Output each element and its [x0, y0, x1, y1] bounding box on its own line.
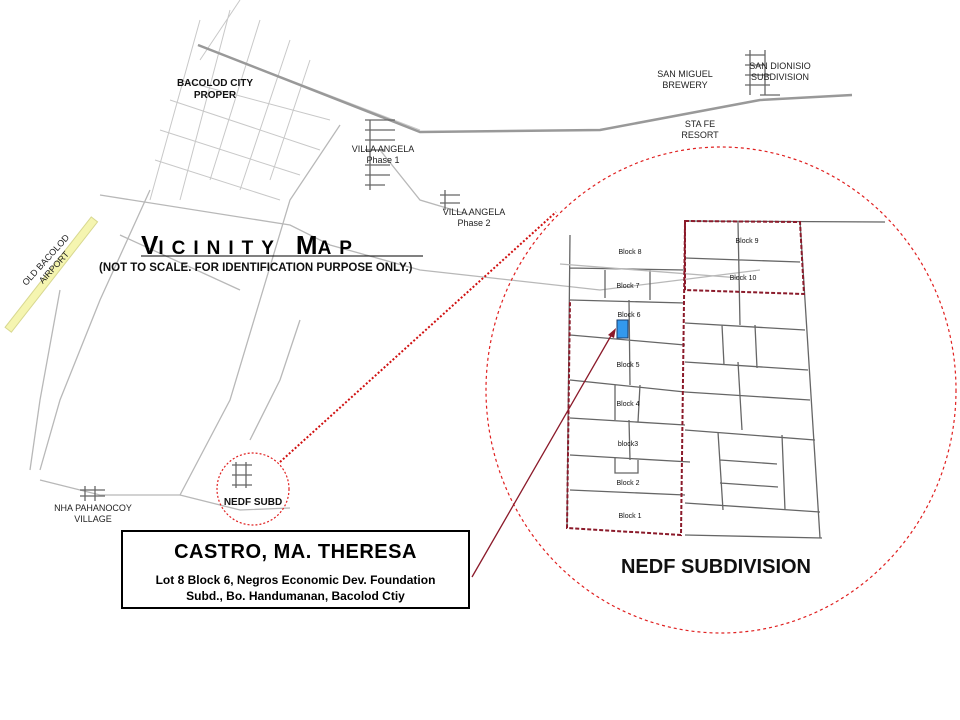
label-bacolod-city: BACOLOD CITY	[177, 78, 253, 89]
block-label: Block 2	[617, 480, 640, 487]
block-label: Block 1	[619, 513, 642, 520]
map-subtitle: (NOT TO SCALE. FOR IDENTIFICATION PURPOS…	[99, 262, 413, 274]
block-label: block3	[618, 441, 638, 448]
bacolod-city-grid	[149, 0, 853, 201]
nedf-subdivision-plan	[559, 219, 886, 539]
label-villa-angela-phase1: Phase 1	[366, 155, 399, 165]
block-label: Block 10	[730, 275, 757, 282]
block-labels: Block 1 Block 2 block3 Block 4 Block 5 B…	[617, 238, 759, 520]
label-bacolod-proper: PROPER	[194, 90, 237, 101]
label-resort: RESORT	[681, 130, 719, 140]
arrow-head-icon	[608, 328, 616, 338]
label-villa-angela-phase2: Phase 2	[457, 218, 490, 228]
block-label: Block 7	[617, 283, 640, 290]
label-subdivision: SUBDIVISION	[751, 72, 809, 82]
roads	[29, 124, 761, 511]
block-label: Block 6	[618, 312, 641, 319]
label-village: VILLAGE	[74, 514, 112, 524]
owner-name: CASTRO, MA. THERESA	[174, 541, 417, 563]
label-san-miguel: SAN MIGUEL	[657, 69, 713, 79]
block-label: Block 8	[619, 249, 642, 256]
lot-pointer-arrow	[471, 333, 613, 578]
block-label: Block 9	[736, 238, 759, 245]
label-nedf-subd: NEDF SUBD	[224, 497, 282, 508]
owner-address-line-1: Lot 8 Block 6, Negros Economic Dev. Foun…	[155, 573, 436, 587]
block-label: Block 5	[617, 362, 640, 369]
label-brewery: BREWERY	[662, 80, 707, 90]
subject-lot-marker	[616, 319, 629, 339]
inset-circle	[485, 146, 957, 634]
label-old-bacolod-airport: OLD BACOLOD AIRPORT	[20, 232, 71, 287]
old-bacolod-airport-runway	[4, 216, 99, 333]
label-san-dionisio: SAN DIONISIO	[749, 61, 811, 71]
label-sta-fe: STA FE	[685, 119, 715, 129]
nedf-location-circle	[216, 452, 290, 526]
block-label: Block 4	[617, 401, 640, 408]
owner-info-box: CASTRO, MA. THERESA Lot 8 Block 6, Negro…	[121, 530, 470, 609]
owner-address-line-2: Subd., Bo. Handumanan, Bacolod Ctiy	[186, 589, 405, 603]
inset-title: NEDF SUBDIVISION	[621, 556, 811, 578]
label-villa-angela-2: VILLA ANGELA	[443, 207, 506, 217]
subdivision-clusters	[80, 50, 780, 501]
label-nha-pahanocoy: NHA PAHANOCOY	[54, 503, 132, 513]
label-villa-angela-1: VILLA ANGELA	[352, 144, 415, 154]
